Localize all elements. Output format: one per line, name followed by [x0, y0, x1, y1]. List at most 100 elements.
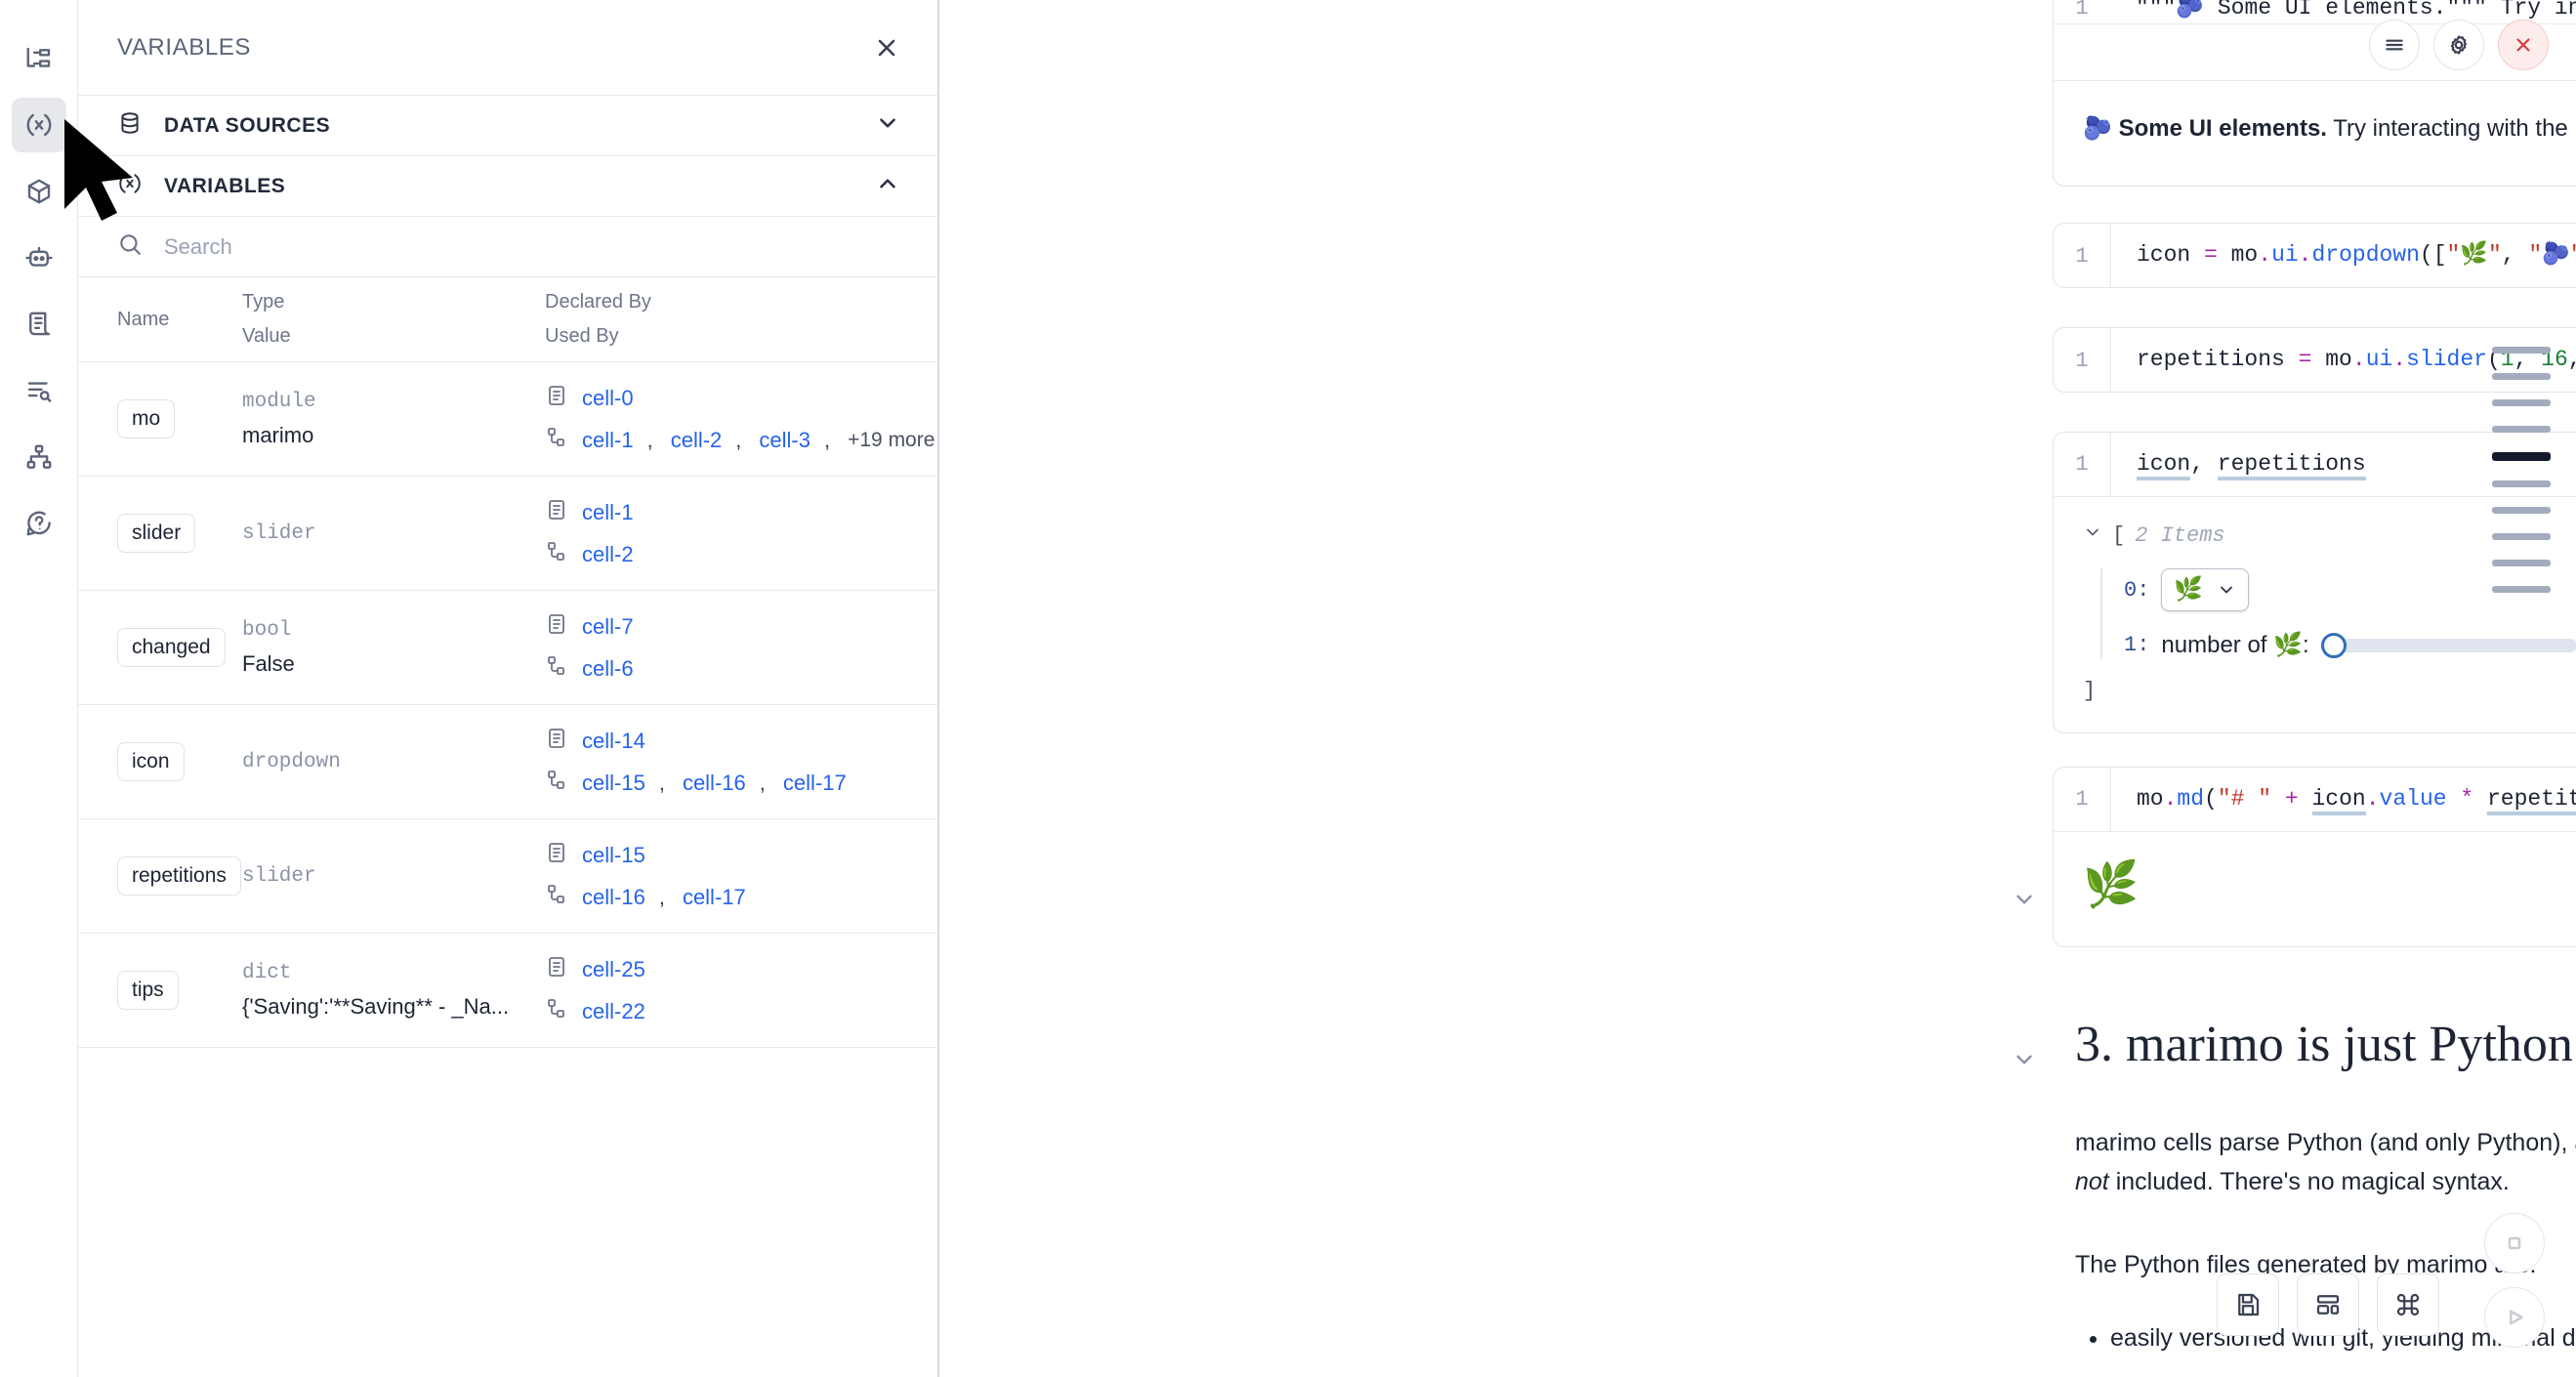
variable-name-chip[interactable]: changed: [117, 628, 226, 667]
cell-link[interactable]: cell-17: [682, 884, 746, 909]
more-count[interactable]: +19 more: [848, 428, 935, 451]
cell-link[interactable]: cell-1: [582, 499, 634, 524]
comma: ,: [658, 770, 665, 795]
variable-refs-cell: cell-1 cell-2: [545, 476, 937, 591]
slider-track[interactable]: [2340, 638, 2576, 652]
cell-link[interactable]: cell-3: [759, 427, 810, 452]
declared-by-icon: [545, 841, 568, 869]
markdown-render-cell: 1 mo.md("# " + icon.value * repetitions.…: [2053, 767, 2576, 948]
declared-by-line: cell-25: [545, 955, 937, 983]
variable-name-cell: tips: [78, 933, 242, 1048]
package-cube-icon[interactable]: [12, 164, 66, 219]
dropdown-control[interactable]: 🌿: [2161, 568, 2250, 612]
minimap-marker[interactable]: [2492, 586, 2551, 593]
minimap-marker[interactable]: [2492, 560, 2551, 566]
minimap-marker[interactable]: [2492, 347, 2551, 354]
scratchpad-icon[interactable]: [12, 297, 66, 352]
command-icon[interactable]: [2377, 1273, 2439, 1336]
gear-icon[interactable]: [2433, 20, 2484, 70]
variable-type: module: [242, 390, 316, 413]
cell-code[interactable]: 1 icon, repetitions: [2054, 433, 2576, 497]
code-cell-dropdown[interactable]: 1 icon = mo.ui.dropdown(["🌿", "🫐", "✨"],…: [2053, 223, 2576, 289]
cell-link[interactable]: cell-16: [582, 884, 645, 909]
search-icon: [117, 231, 143, 262]
minimap[interactable]: [2492, 347, 2551, 593]
rendered-emoji: 🌿: [2083, 858, 2140, 910]
cell-code[interactable]: 1 mo.md("# " + icon.value * repetitions.…: [2054, 768, 2576, 832]
cell-link[interactable]: cell-15: [582, 842, 645, 867]
variable-type-value-cell: dict{'Saving':'**Saving** - _Na...: [242, 933, 545, 1048]
section-data-sources[interactable]: DATA SOURCES: [78, 96, 937, 156]
tree-header[interactable]: [ 2 Items: [2083, 522, 2576, 549]
chevron-down-icon[interactable]: [2083, 522, 2102, 549]
collapse-chevron-md[interactable]: [2012, 887, 2037, 917]
layout-icon[interactable]: [2297, 1273, 2359, 1336]
code-body[interactable]: repetitions = mo.ui.slider(1, 16, label=…: [2110, 328, 2576, 393]
variable-type-value-cell: slider: [242, 818, 545, 934]
code-body[interactable]: mo.md("# " + icon.value * repetitions.va…: [2110, 768, 2576, 832]
variable-refs-cell: cell-25 cell-22: [545, 933, 937, 1048]
code-body[interactable]: icon, repetitions: [2110, 433, 2576, 497]
variables-icon[interactable]: [11, 98, 66, 152]
stop-icon[interactable]: [2484, 1213, 2545, 1273]
cell-link[interactable]: cell-17: [782, 770, 847, 795]
used-by-icon: [545, 426, 568, 454]
variable-name-chip[interactable]: mo: [117, 399, 176, 438]
cell-link[interactable]: cell-2: [670, 427, 723, 452]
variable-value: False: [242, 650, 295, 676]
variables-section-icon: [117, 171, 143, 201]
code-cell-slider[interactable]: 1 repetitions = mo.ui.slider(1, 16, labe…: [2053, 327, 2576, 394]
comma: ,: [658, 884, 665, 909]
cell-link[interactable]: cell-6: [582, 655, 634, 681]
cell-link[interactable]: cell-1: [582, 427, 634, 452]
variable-name-cell: mo: [78, 361, 242, 477]
variable-name-chip[interactable]: tips: [117, 971, 179, 1010]
cell-link[interactable]: cell-0: [582, 385, 634, 410]
run-icon[interactable]: [2484, 1287, 2545, 1348]
table-header-row: Name Type Value Declared By Used By: [78, 277, 937, 362]
cell-link[interactable]: cell-2: [582, 541, 634, 566]
minimap-marker[interactable]: [2492, 533, 2551, 540]
cell-link[interactable]: cell-15: [582, 770, 645, 795]
outline-search-icon[interactable]: [12, 363, 66, 418]
variable-name-cell: icon: [78, 704, 242, 819]
variable-name-cell: slider: [78, 476, 242, 591]
cell-link[interactable]: cell-22: [582, 998, 645, 1023]
slider-handle[interactable]: [2320, 632, 2347, 658]
minimap-marker[interactable]: [2492, 373, 2551, 380]
code-body[interactable]: icon = mo.ui.dropdown(["🌿", "🫐", "✨"], v…: [2110, 224, 2576, 288]
variable-name-chip[interactable]: repetitions: [117, 856, 241, 896]
close-icon[interactable]: [2498, 20, 2549, 70]
save-icon[interactable]: [2217, 1273, 2279, 1336]
variable-name-chip[interactable]: icon: [117, 742, 185, 781]
close-icon[interactable]: [873, 34, 900, 62]
header-declared-used: Declared By Used By: [545, 277, 937, 362]
slider-control[interactable]: [2320, 632, 2576, 658]
search-input[interactable]: [164, 233, 900, 260]
minimap-marker[interactable]: [2492, 399, 2551, 406]
variable-name-chip[interactable]: slider: [117, 514, 196, 553]
bracket-close: ]: [2083, 679, 2097, 704]
help-icon[interactable]: [12, 496, 66, 551]
minimap-marker[interactable]: [2492, 452, 2551, 461]
cell-link[interactable]: cell-25: [582, 956, 645, 981]
cell-link[interactable]: cell-7: [582, 613, 634, 639]
chevron-up-icon[interactable]: [875, 171, 900, 201]
file-tree-icon[interactable]: [12, 31, 66, 86]
cell-link[interactable]: cell-14: [582, 728, 645, 753]
menu-icon[interactable]: [2369, 20, 2420, 70]
collapse-chevron-section[interactable]: [2012, 1047, 2037, 1077]
comma: ,: [735, 427, 742, 452]
dependency-graph-icon[interactable]: [12, 430, 66, 484]
chevron-down-icon[interactable]: [875, 110, 900, 141]
robot-ai-icon[interactable]: [12, 230, 66, 285]
section-variables[interactable]: VARIABLES: [78, 156, 937, 217]
variables-panel: VARIABLES DATA SOURCES VARIABLES: [78, 0, 939, 1377]
cell-code-preview[interactable]: 1 """🫐 Some UI elements.""" Try interact…: [2054, 0, 2576, 24]
cell-link[interactable]: cell-16: [682, 770, 746, 795]
minimap-marker[interactable]: [2492, 480, 2551, 487]
minimap-marker[interactable]: [2492, 426, 2551, 433]
minimap-marker[interactable]: [2492, 507, 2551, 514]
